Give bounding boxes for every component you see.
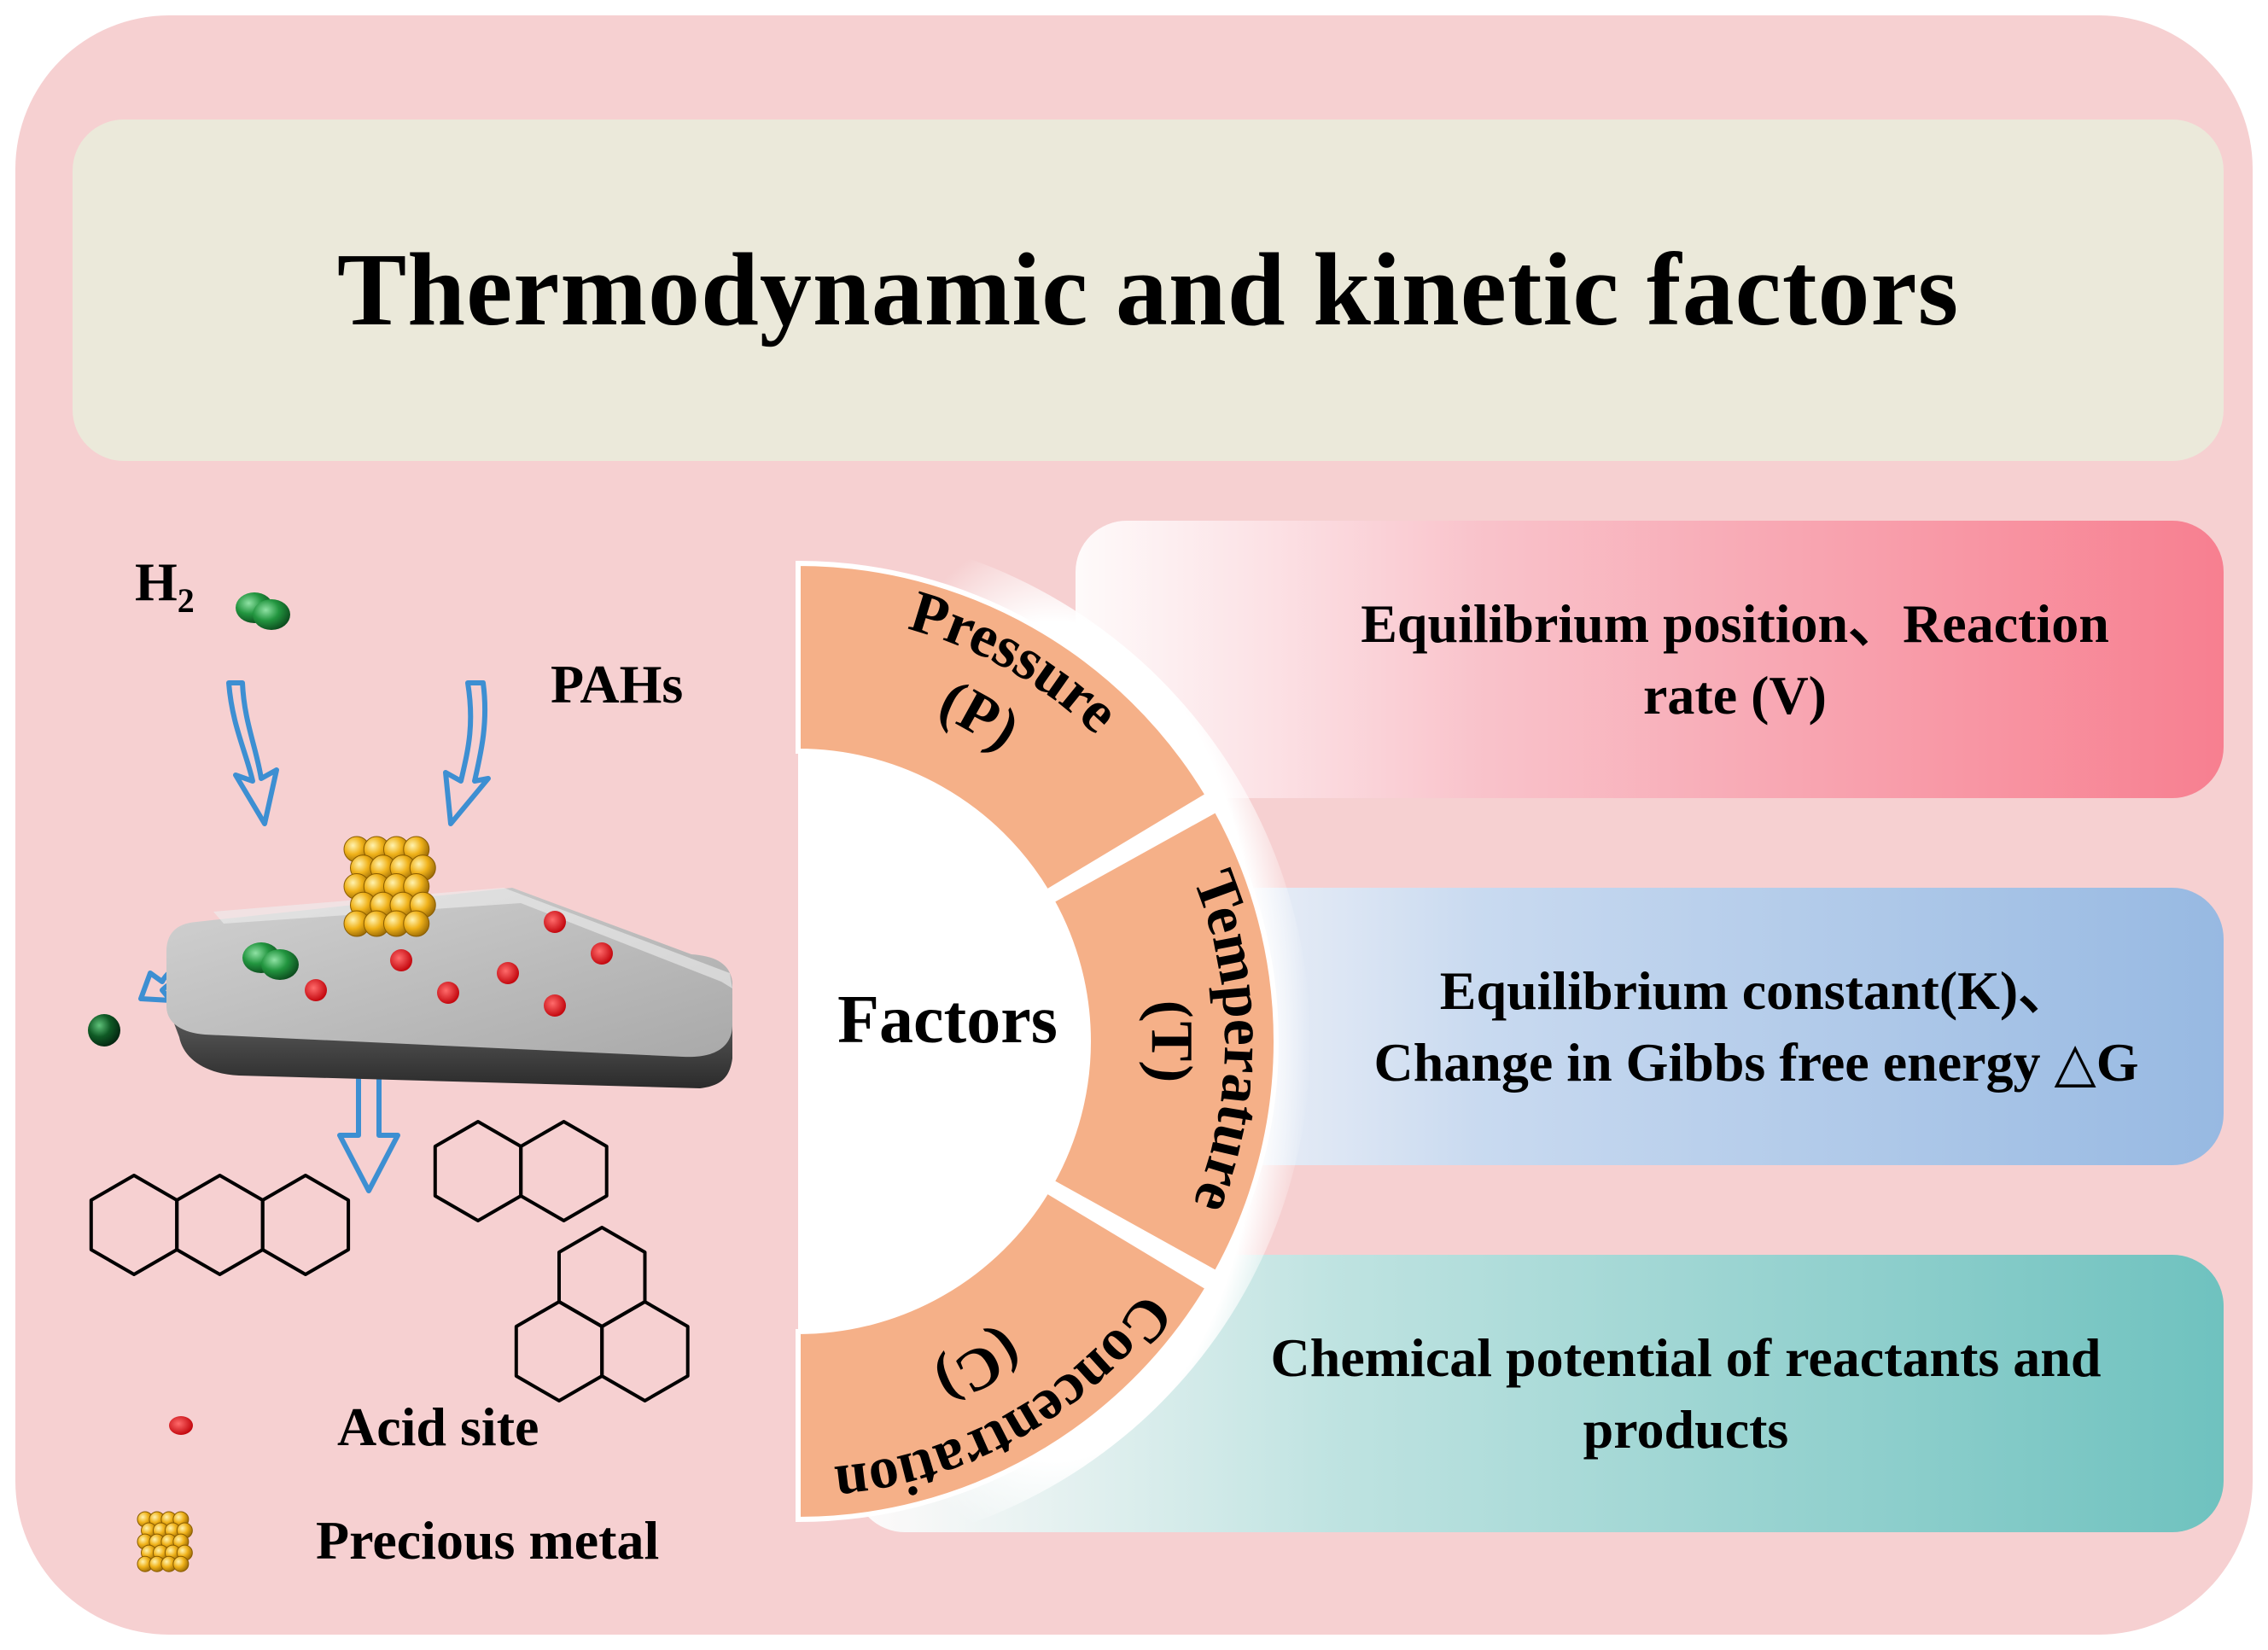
anthracene-molecule (89, 1174, 351, 1276)
pressure-description: Equilibrium position、Reaction rate (V) (1246, 521, 2224, 798)
pressure-description-line2: rate (V) (1643, 664, 1827, 726)
temperature-description: Equilibrium constant(K)、 Change in Gibbs… (1289, 888, 2224, 1165)
h2-subscript: 2 (177, 580, 195, 620)
h2-label-text: H (135, 551, 178, 612)
h2-label: H2 (135, 551, 195, 621)
metal-atom (172, 1555, 189, 1572)
precious-metal-legend-label: Precious metal (316, 1510, 660, 1571)
temperature-description-line2: Change in Gibbs free energy △G (1373, 1031, 2139, 1093)
temperature-description-box (1076, 888, 2224, 1165)
acid-site-legend-icon (169, 1416, 193, 1435)
factors-ring: Pressure (P) Temperature (T) Concentrati… (796, 529, 1310, 1554)
pressure-description-text: Equilibrium position、Reaction rate (V) (1361, 588, 2109, 730)
factors-hub-label: Factors (837, 982, 1058, 1058)
naphthalene-molecule (433, 1120, 609, 1222)
acid-sites (305, 911, 613, 1017)
h2-inflow-arrow (226, 680, 279, 826)
pressure-description-box (1076, 521, 2224, 798)
concentration-description-text: Chemical potential of reactants and prod… (1271, 1322, 2102, 1464)
concentration-description: Chemical potential of reactants and prod… (1182, 1255, 2189, 1532)
metal-atom (403, 910, 430, 937)
figure-title: Thermodynamic and kinetic factors (336, 232, 1960, 347)
adsorbed-h2 (242, 942, 299, 980)
phenanthrene-molecule (514, 1226, 690, 1402)
h-atom (88, 1014, 120, 1047)
concentration-description-line1: Chemical potential of reactants and (1270, 1327, 2102, 1389)
benzene-ring (519, 1120, 609, 1222)
pressure-segment (796, 560, 1212, 896)
precious-metal-legend-icon (137, 1511, 193, 1572)
temperature-segment (1048, 806, 1279, 1277)
benzene-ring (557, 1226, 647, 1328)
temperature-description-text: Equilibrium constant(K)、 Change in Gibbs… (1373, 955, 2138, 1097)
pahs-inflow-arrow (443, 680, 491, 826)
pressure-description-line1: Equilibrium position、Reaction (1361, 593, 2109, 655)
temperature-description-line1: Equilibrium constant(K)、 (1439, 960, 2073, 1022)
title-panel (73, 120, 2224, 461)
pahs-label: PAHs (551, 654, 684, 714)
concentration-segment (796, 1186, 1212, 1523)
concentration-description-line2: products (1583, 1398, 1789, 1460)
benzene-ring (260, 1174, 351, 1276)
catalyst-support (166, 888, 732, 1088)
acid-site-legend-label: Acid site (337, 1396, 539, 1457)
factors-hub (798, 751, 1088, 1332)
temperature-symbol: (T) (1137, 997, 1204, 1085)
h2-molecule (236, 592, 290, 630)
precious-metal-cluster (343, 836, 436, 937)
